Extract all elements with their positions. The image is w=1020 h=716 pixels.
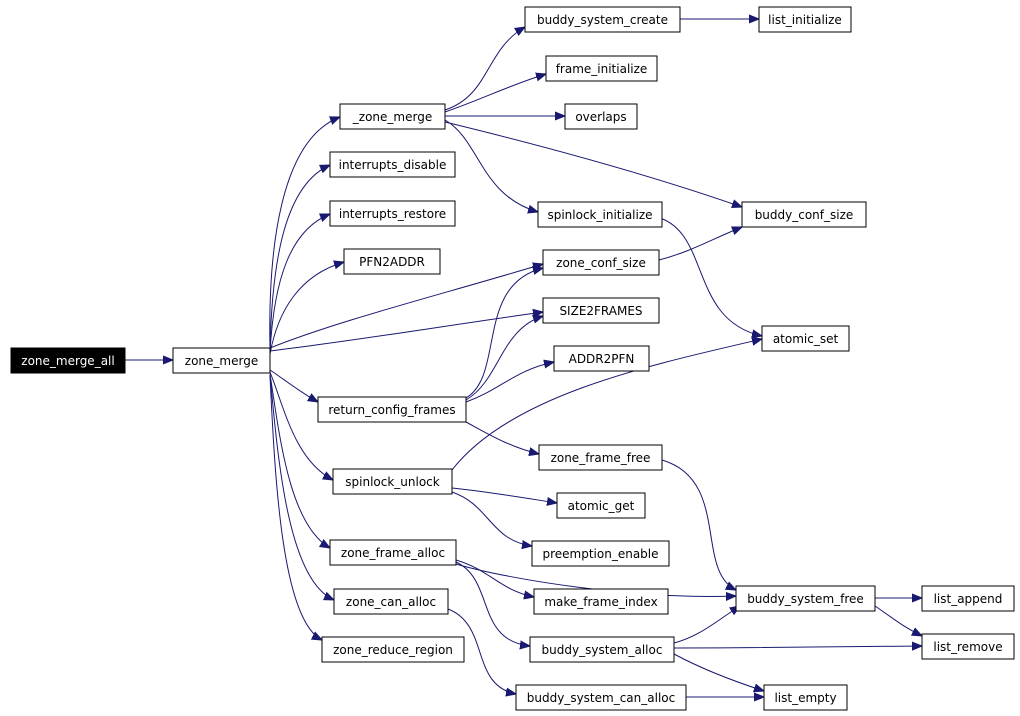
edge-zone_merge-zone_reduce_region	[269, 375, 322, 640]
node-zone_can_alloc[interactable]: zone_can_alloc	[333, 588, 449, 615]
node-label: list_empty	[774, 691, 836, 705]
edge-zone_conf_size-buddy_conf_size	[658, 227, 742, 261]
edge-buddy_system_alloc-buddy_system_free	[673, 606, 740, 644]
node-interrupts_restore[interactable]: interrupts_restore	[329, 200, 456, 227]
edge-zone_merge-return_config_frames	[269, 369, 318, 402]
node-label: frame_initialize	[556, 62, 648, 76]
node-zone_conf_size[interactable]: zone_conf_size	[542, 249, 660, 276]
edge-return_config_frames-zone_frame_free	[465, 421, 539, 454]
node-label: list_initialize	[768, 13, 842, 27]
edge-buddy_system_alloc-list_empty	[673, 653, 764, 691]
node-label: buddy_system_create	[537, 13, 668, 27]
node-zone_merge_all[interactable]: zone_merge_all	[10, 347, 126, 374]
node-label: interrupts_disable	[339, 158, 447, 172]
node-label: zone_frame_alloc	[341, 546, 445, 560]
edge-zone_merge-zone_conf_size	[269, 264, 543, 349]
node-list_append[interactable]: list_append	[921, 585, 1015, 612]
edge-spinlock_unlock-atomic_set	[451, 339, 762, 471]
node-label: spinlock_unlock	[345, 475, 440, 489]
node-label: zone_merge_all	[21, 354, 114, 368]
node-spinlock_initialize[interactable]: spinlock_initialize	[537, 201, 663, 228]
edge-zone_frame_alloc-buddy_system_free	[455, 563, 736, 597]
edge-zone_merge-SIZE2FRAMES	[269, 312, 543, 352]
node-list_empty[interactable]: list_empty	[763, 684, 848, 711]
node-label: zone_conf_size	[556, 256, 646, 270]
edge-zone_frame_free-buddy_system_free	[661, 459, 736, 590]
node-frame_initialize[interactable]: frame_initialize	[545, 55, 658, 82]
edge-zone_merge-interrupts_disable	[269, 165, 330, 351]
edge-zone_merge-interrupts_restore	[269, 214, 330, 353]
edge-zone_merge-PFN2ADDR	[269, 262, 344, 355]
edge-_zone_merge-spinlock_initialize	[444, 119, 538, 212]
node-label: return_config_frames	[328, 403, 455, 417]
nodes: zone_merge_all zone_merge _zone_merge in…	[10, 6, 1015, 711]
node-spinlock_unlock[interactable]: spinlock_unlock	[332, 468, 453, 495]
edge-spinlock_unlock-atomic_get	[451, 487, 557, 503]
node-label: atomic_get	[568, 499, 635, 513]
edge-zone_frame_alloc-buddy_system_alloc	[455, 561, 530, 646]
edge-zone_frame_alloc-make_frame_index	[455, 559, 534, 597]
node-buddy_conf_size[interactable]: buddy_conf_size	[741, 201, 867, 228]
node-overlaps[interactable]: overlaps	[564, 103, 638, 130]
edge-zone_merge-_zone_merge	[269, 117, 340, 349]
edges	[125, 19, 922, 697]
node-label: list_remove	[933, 640, 1002, 654]
node-buddy_system_alloc[interactable]: buddy_system_alloc	[529, 636, 675, 663]
node-buddy_system_free[interactable]: buddy_system_free	[735, 585, 876, 612]
edge-zone_can_alloc-buddy_system_can_alloc	[447, 608, 516, 694]
node-make_frame_index[interactable]: make_frame_index	[533, 588, 669, 615]
node-label: SIZE2FRAMES	[559, 304, 642, 318]
node-label: buddy_system_alloc	[542, 643, 663, 657]
node-list_remove[interactable]: list_remove	[921, 633, 1015, 660]
edge-_zone_merge-buddy_system_create	[444, 27, 525, 111]
node-zone_frame_free[interactable]: zone_frame_free	[538, 444, 663, 471]
node-list_initialize[interactable]: list_initialize	[758, 6, 852, 33]
node-atomic_set[interactable]: atomic_set	[761, 325, 850, 352]
node-label: buddy_conf_size	[755, 208, 854, 222]
node-label: ADDR2PFN	[569, 352, 635, 366]
edge-buddy_system_alloc-list_remove	[673, 646, 922, 648]
node-SIZE2FRAMES[interactable]: SIZE2FRAMES	[542, 297, 660, 324]
edge-_zone_merge-buddy_conf_size	[444, 121, 742, 207]
edge-buddy_system_free-list_remove	[874, 605, 922, 636]
node-buddy_system_can_alloc[interactable]: buddy_system_can_alloc	[515, 684, 687, 711]
edge-return_config_frames-SIZE2FRAMES	[465, 316, 543, 401]
edge-return_config_frames-zone_conf_size	[465, 268, 543, 399]
node-label: make_frame_index	[544, 595, 657, 609]
node-label: zone_frame_free	[551, 451, 651, 465]
node-_zone_merge[interactable]: _zone_merge	[339, 103, 446, 130]
node-label: zone_merge	[185, 354, 258, 368]
node-label: list_append	[934, 592, 1003, 606]
node-return_config_frames[interactable]: return_config_frames	[317, 396, 467, 423]
node-label: buddy_system_free	[747, 592, 864, 606]
edge-zone_merge-spinlock_unlock	[269, 371, 333, 480]
node-atomic_get[interactable]: atomic_get	[556, 492, 646, 519]
node-zone_reduce_region[interactable]: zone_reduce_region	[321, 636, 465, 663]
node-label: overlaps	[575, 110, 626, 124]
node-zone_merge[interactable]: zone_merge	[172, 347, 271, 374]
edge-zone_merge-zone_can_alloc	[269, 374, 334, 600]
node-label: interrupts_restore	[339, 207, 446, 221]
node-label: atomic_set	[773, 332, 839, 346]
node-label: zone_can_alloc	[346, 595, 436, 609]
node-label: buddy_system_can_alloc	[527, 691, 675, 705]
node-buddy_system_create[interactable]: buddy_system_create	[524, 6, 681, 33]
edge-_zone_merge-frame_initialize	[444, 74, 546, 113]
node-interrupts_disable[interactable]: interrupts_disable	[329, 151, 456, 178]
node-preemption_enable[interactable]: preemption_enable	[531, 540, 670, 567]
node-label: preemption_enable	[542, 547, 658, 561]
node-ADDR2PFN[interactable]: ADDR2PFN	[553, 345, 650, 372]
node-PFN2ADDR[interactable]: PFN2ADDR	[343, 248, 441, 275]
node-zone_frame_alloc[interactable]: zone_frame_alloc	[329, 539, 457, 566]
node-label: zone_reduce_region	[333, 643, 453, 657]
node-label: PFN2ADDR	[359, 255, 425, 269]
edge-zone_merge-zone_frame_alloc	[269, 373, 330, 548]
edge-spinlock_unlock-preemption_enable	[451, 491, 532, 546]
edge-return_config_frames-ADDR2PFN	[465, 362, 554, 403]
edge-spinlock_initialize-atomic_set	[659, 217, 762, 336]
node-label: _zone_merge	[352, 110, 432, 124]
node-label: spinlock_initialize	[547, 208, 652, 222]
